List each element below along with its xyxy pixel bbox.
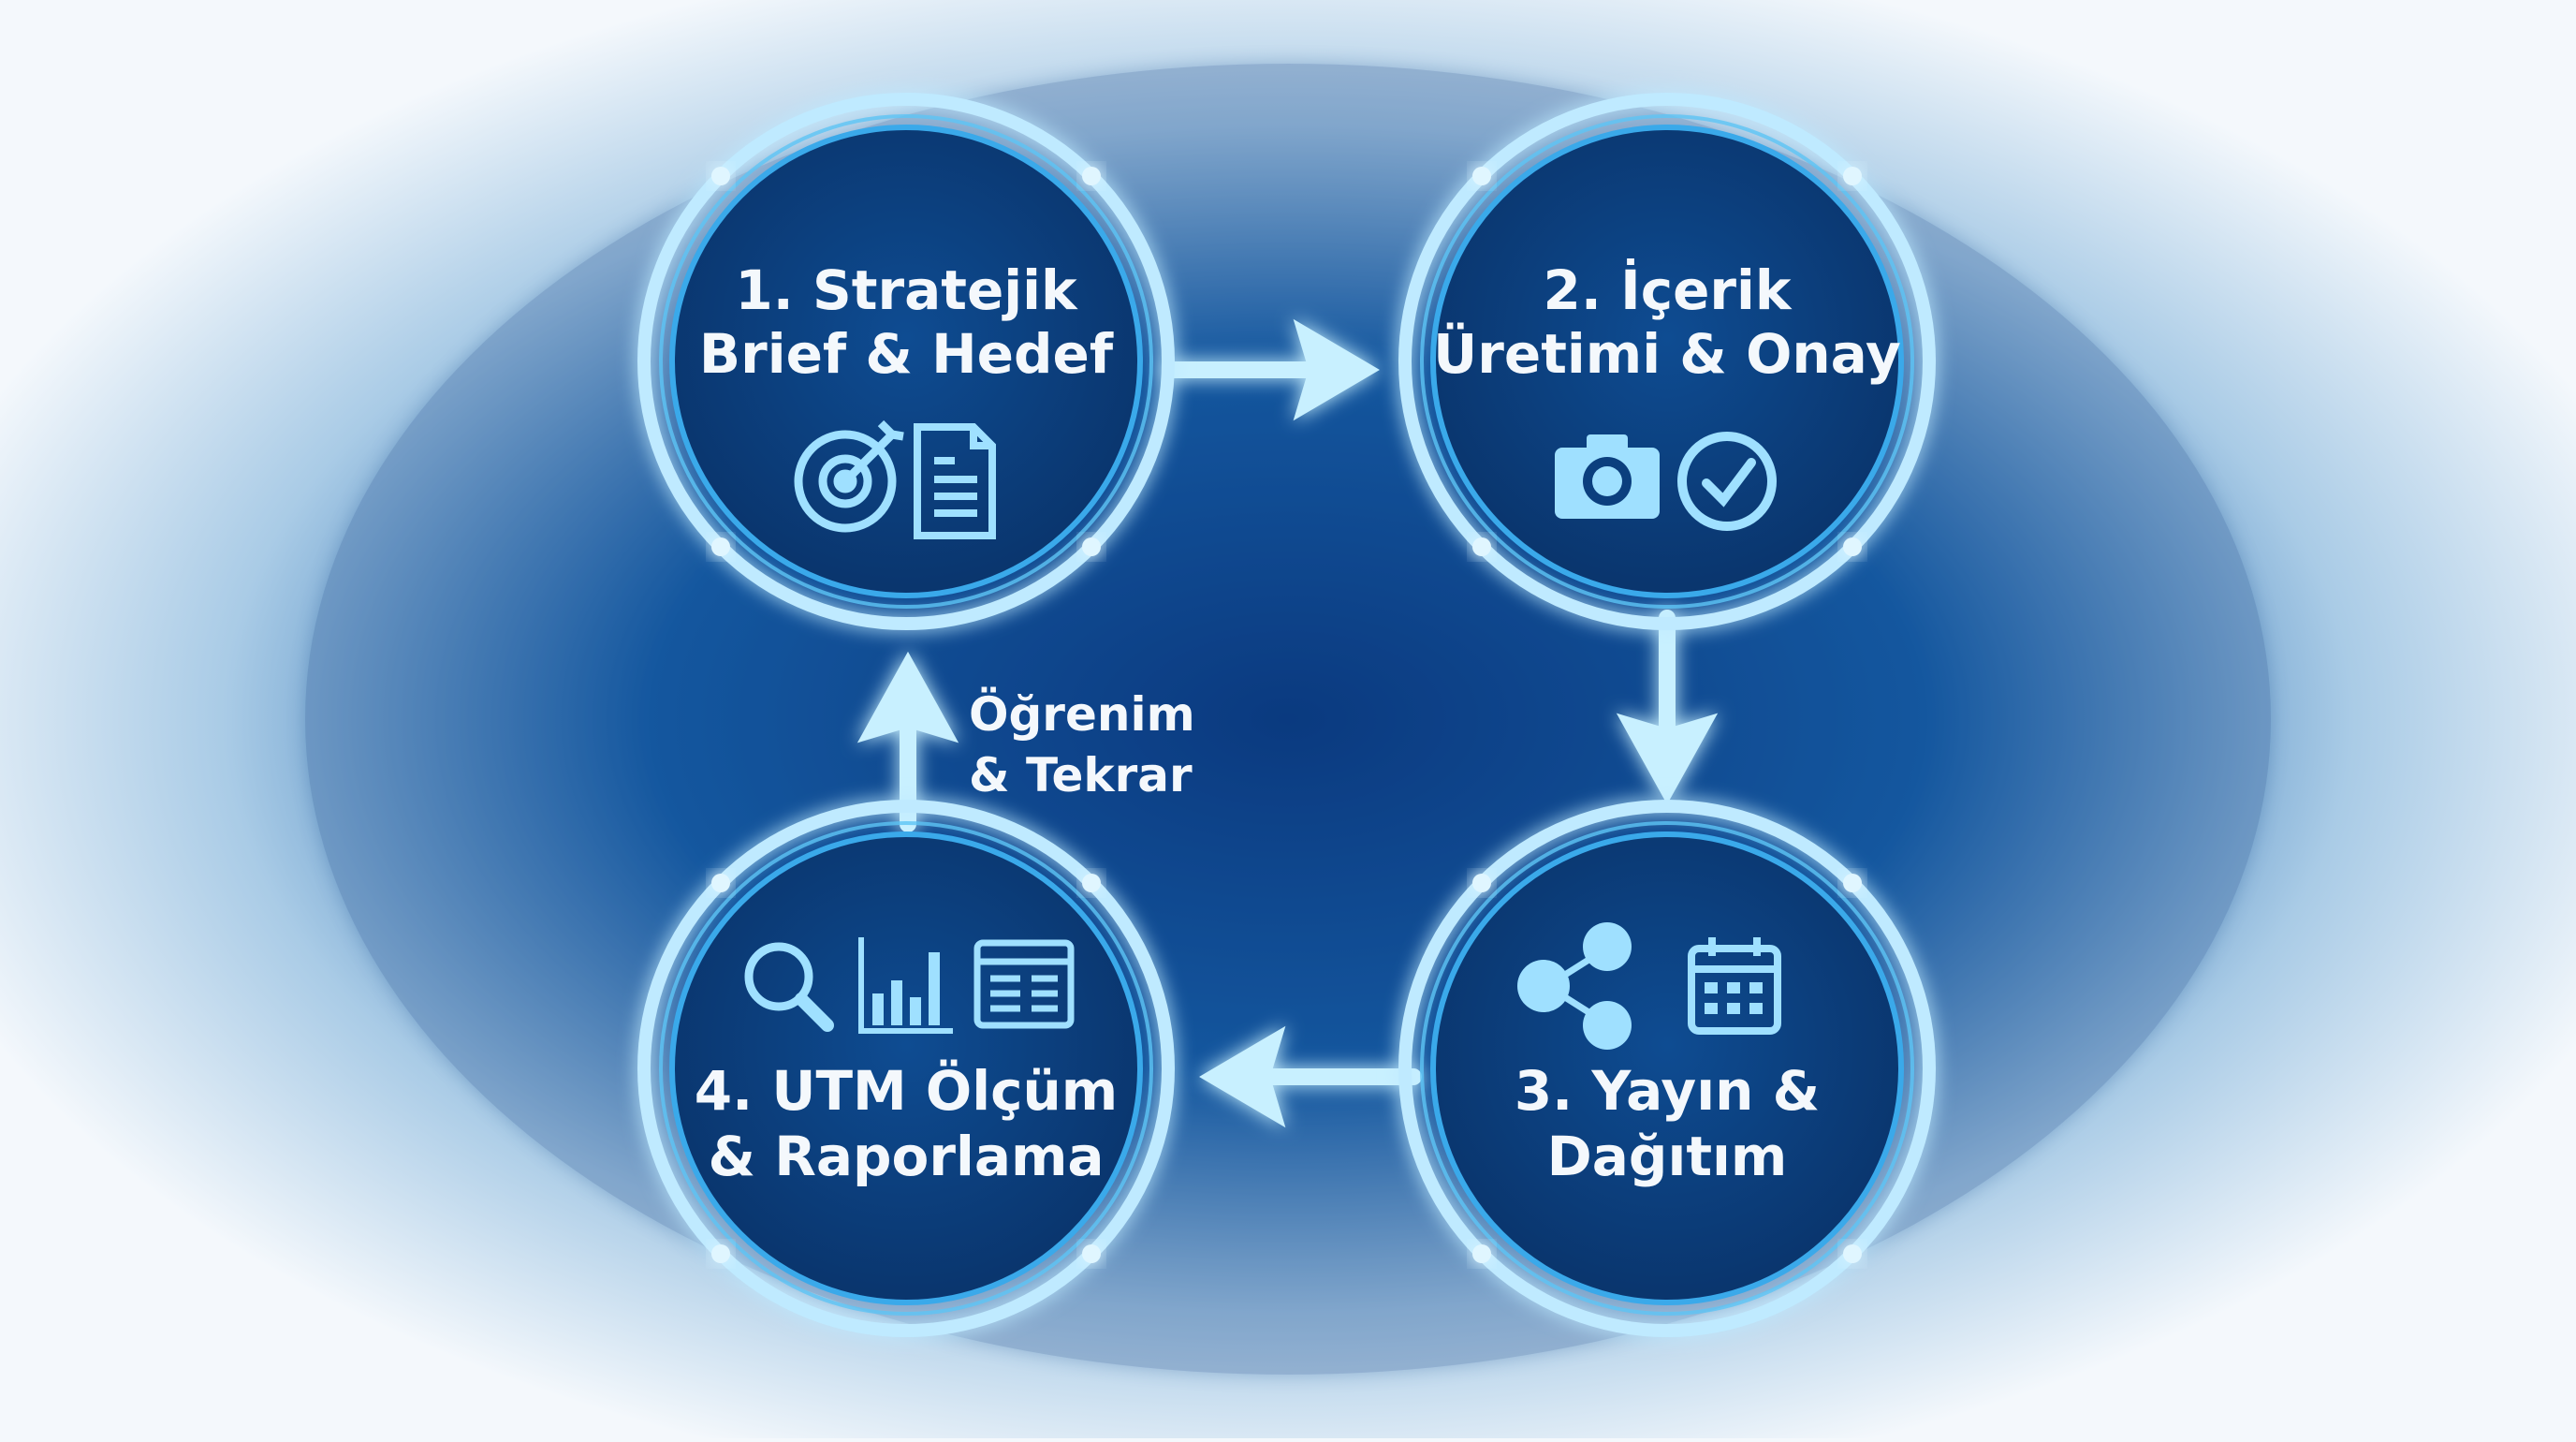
step-2-title-line1: 2. İçerik (1544, 258, 1793, 322)
magnifier-icon (744, 942, 834, 1032)
step-3-circle: 3. Yayın & Dağıtım (1405, 806, 1929, 1331)
loop-label-line1: Öğrenim (969, 686, 1195, 742)
step-3-title-line1: 3. Yayın & (1515, 1059, 1820, 1123)
step-1-title-line2: Brief & Hedef (699, 322, 1114, 386)
step-1-circle: 1. Stratejik Brief & Hedef (644, 99, 1168, 624)
calendar-icon (1688, 937, 1781, 1035)
document-icon (914, 423, 996, 539)
arrow-step3-to-step4 (1199, 1025, 1422, 1128)
share-network-icon (1517, 922, 1632, 1050)
step-3-title-line2: Dağıtım (1547, 1125, 1788, 1188)
loop-label-line2: & Tekrar (969, 748, 1193, 802)
step-4-title-line1: 4. UTM Ölçüm (695, 1058, 1118, 1123)
step-2-circle: 2. İçerik Üretimi & Onay (1405, 99, 1929, 624)
step-4-circle: 4. UTM Ölçüm & Raporlama (644, 806, 1168, 1331)
bar-chart-icon (858, 937, 953, 1034)
step-2-title-line2: Üretimi & Onay (1433, 321, 1901, 386)
arrow-step1-to-step2 (1162, 318, 1380, 421)
target-icon (794, 419, 904, 533)
camera-icon (1555, 434, 1660, 519)
report-window-icon (973, 939, 1075, 1029)
step-1-title-line1: 1. Stratejik (735, 258, 1078, 322)
arrow-step2-to-step3 (1616, 610, 1719, 805)
checkmark-icon (1677, 432, 1777, 531)
step-4-title-line2: & Raporlama (708, 1125, 1104, 1188)
